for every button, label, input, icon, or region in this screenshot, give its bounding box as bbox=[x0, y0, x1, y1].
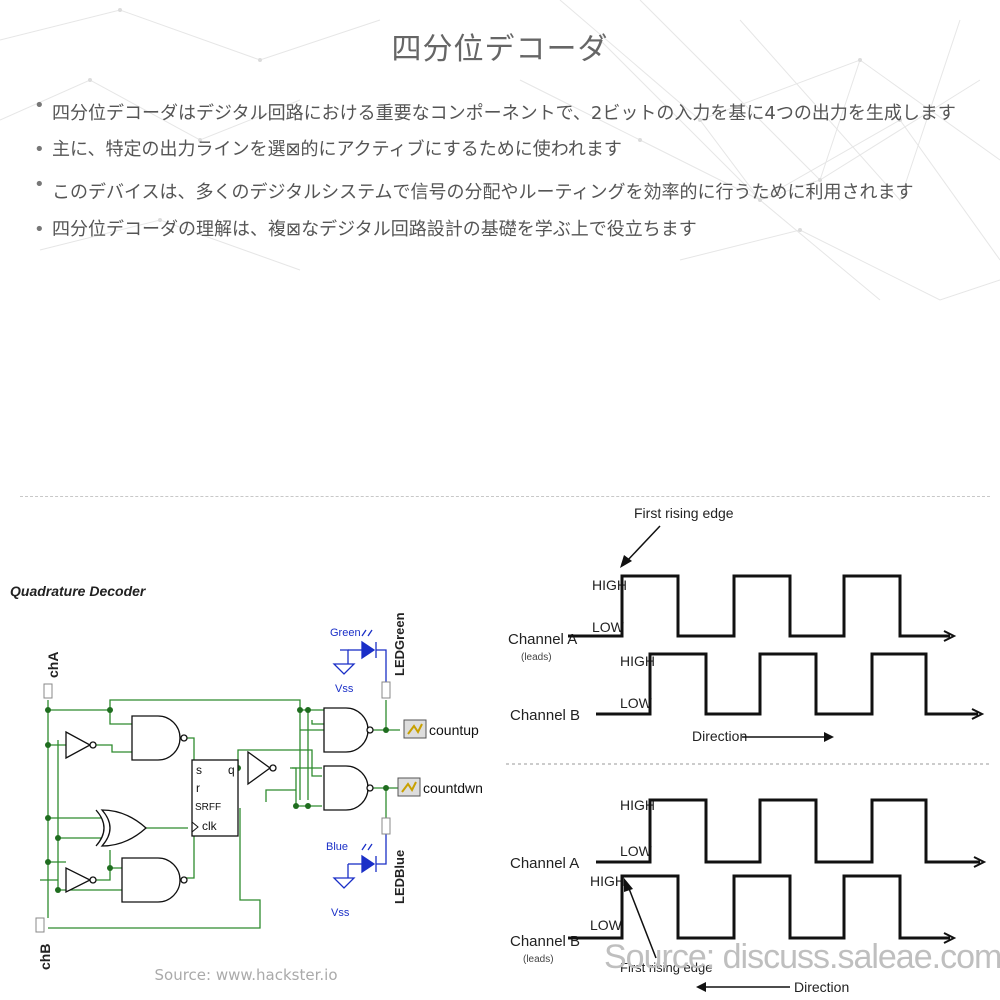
and-gate-upper-bubble bbox=[180, 734, 188, 742]
bottom-channel-b-sub: (leads) bbox=[523, 954, 554, 965]
right-source-caption: Source: discuss.saleae.com bbox=[604, 938, 1000, 976]
quadrature-timing-diagram: First rising edge HIGH LOW Channel A (le… bbox=[506, 505, 990, 995]
xor-gate-extra-curve bbox=[95, 809, 105, 847]
bullet-item: • このデバイスは、多くのデジタルシステムで信号の分配やルーティングを効率的に行… bbox=[34, 174, 1000, 212]
chb-pin-icon bbox=[35, 917, 45, 933]
top-channel-a-sub: (leads) bbox=[521, 652, 552, 663]
bottom-annotation: First rising edge bbox=[620, 960, 712, 975]
green-label: Green bbox=[330, 627, 361, 639]
vss-green-label: Vss bbox=[335, 683, 354, 695]
background-network-pattern bbox=[0, 0, 1000, 301]
and-gate-lower bbox=[121, 857, 181, 903]
circuit-title: Quadrature Decoder bbox=[10, 583, 147, 599]
bottom-channel-b-wave bbox=[568, 874, 950, 940]
bottom-channel-a: Channel A bbox=[510, 855, 579, 872]
cha-label: chA bbox=[45, 652, 61, 678]
led-green-label: LEDGreen bbox=[392, 612, 407, 676]
quadrature-decoder-circuit: Quadrature Decoder bbox=[10, 583, 483, 970]
and-gate-lower-bubble bbox=[180, 876, 188, 884]
and-gate-countdwn-bubble bbox=[366, 784, 374, 792]
led-blue-label: LEDBlue bbox=[392, 850, 407, 904]
vss-green-icon bbox=[332, 663, 356, 675]
junction-dots bbox=[45, 707, 389, 893]
bottom-channel-a-wave bbox=[596, 798, 980, 864]
circuit-diagram-card: Quadrature Decoder bbox=[0, 508, 492, 994]
timing-diagram-panel: First rising edge HIGH LOW Channel A (le… bbox=[500, 500, 1000, 1000]
not-gate-b bbox=[65, 866, 92, 894]
and-gate-countup bbox=[323, 707, 369, 753]
bottom-low-a: LOW bbox=[620, 843, 653, 859]
top-arrow-icon bbox=[620, 555, 632, 568]
top-channel-a-wave bbox=[568, 574, 950, 638]
countup-label: countup bbox=[429, 722, 479, 738]
led-blue-diode-icon bbox=[361, 854, 376, 874]
not-gate-a bbox=[65, 730, 92, 760]
vss-blue-label: Vss bbox=[331, 907, 350, 919]
xor-gate bbox=[100, 809, 147, 847]
bullet-dot-icon: • bbox=[34, 139, 45, 160]
not-gate-q bbox=[247, 750, 272, 786]
bullet-text: 主に、特定の出力ラインを選⊠的にアクティブにするために使われます bbox=[52, 139, 622, 160]
led-blue-rays-icon bbox=[361, 843, 373, 851]
top-annotation: First rising edge bbox=[634, 505, 734, 521]
ff-clk-label: clk bbox=[202, 819, 218, 833]
bottom-direction: Direction bbox=[794, 979, 849, 995]
led-green-diode-icon bbox=[361, 640, 376, 660]
led-green-rays-icon bbox=[361, 629, 373, 637]
page-title: 四分位デコーダ bbox=[391, 32, 609, 67]
bottom-high-b: HIGH bbox=[590, 873, 625, 889]
and-gate-upper bbox=[131, 715, 181, 761]
vss-blue-icon bbox=[332, 877, 356, 889]
led-blue-pin-icon bbox=[381, 817, 391, 835]
ff-r-label: r bbox=[196, 781, 200, 795]
bottom-arrow-icon bbox=[624, 878, 633, 892]
top-high-b: HIGH bbox=[620, 653, 655, 669]
bullet-item: • 四分位デコーダはデジタル回路における重要なコンポーネントで、2ビットの入力を… bbox=[34, 96, 1000, 132]
top-channel-b: Channel B bbox=[510, 707, 580, 724]
sr-flip-flop bbox=[191, 759, 239, 837]
bullet-text: 四分位デコーダはデジタル回路における重要なコンポーネントで、2ビットの入力を基に… bbox=[52, 103, 956, 124]
top-channel-a: Channel A bbox=[508, 631, 577, 648]
and-gate-countup-bubble bbox=[366, 726, 374, 734]
not-gate-a-bubble bbox=[89, 741, 97, 749]
clk-triangle-icon bbox=[191, 821, 199, 833]
bullet-dot-icon: • bbox=[34, 96, 45, 116]
led-green-pin-icon bbox=[381, 681, 391, 699]
ff-name-label: SRFF bbox=[195, 802, 221, 813]
bottom-high-a: HIGH bbox=[620, 797, 655, 813]
section-divider bbox=[20, 496, 990, 497]
ff-s-label: s bbox=[196, 763, 202, 777]
bullet-text: このデバイスは、多くのデジタルシステムで信号の分配やルーティングを効率的に行うた… bbox=[52, 182, 914, 203]
countdwn-label: countdwn bbox=[423, 780, 483, 796]
bullet-text: 四分位デコーダの理解は、複⊠なデジタル回路設計の基礎を学ぶ上で役立ちます bbox=[52, 219, 697, 240]
bottom-direction-arrow-icon bbox=[696, 982, 706, 992]
ff-q-label: q bbox=[228, 763, 235, 777]
top-low-b: LOW bbox=[620, 695, 653, 711]
chb-label: chB bbox=[37, 944, 53, 970]
not-gate-b-bubble bbox=[89, 876, 97, 884]
bullet-item: • 主に、特定の出力ラインを選⊠的にアクティブにするために使われます bbox=[34, 132, 1000, 168]
not-gate-q-bubble bbox=[269, 764, 277, 772]
bullet-dot-icon: • bbox=[34, 174, 45, 195]
bullet-list: • 四分位デコーダはデジタル回路における重要なコンポーネントで、2ビットの入力を… bbox=[34, 96, 1000, 248]
bullet-item: • 四分位デコーダの理解は、複⊠なデジタル回路設計の基礎を学ぶ上で役立ちます bbox=[34, 212, 1000, 248]
top-direction-arrow-icon bbox=[824, 732, 834, 742]
and-gate-countdwn bbox=[323, 765, 369, 811]
bottom-channel-b: Channel B bbox=[510, 933, 580, 950]
bullet-dot-icon: • bbox=[34, 219, 45, 240]
blue-label: Blue bbox=[326, 841, 348, 853]
left-source-caption: Source: www.hackster.io bbox=[154, 966, 338, 984]
top-high-a: HIGH bbox=[592, 577, 627, 593]
cha-pin-icon bbox=[43, 683, 53, 699]
top-direction: Direction bbox=[692, 728, 747, 744]
bottom-low-b: LOW bbox=[590, 917, 623, 933]
top-channel-b-wave bbox=[596, 652, 978, 716]
top-low-a: LOW bbox=[592, 619, 625, 635]
